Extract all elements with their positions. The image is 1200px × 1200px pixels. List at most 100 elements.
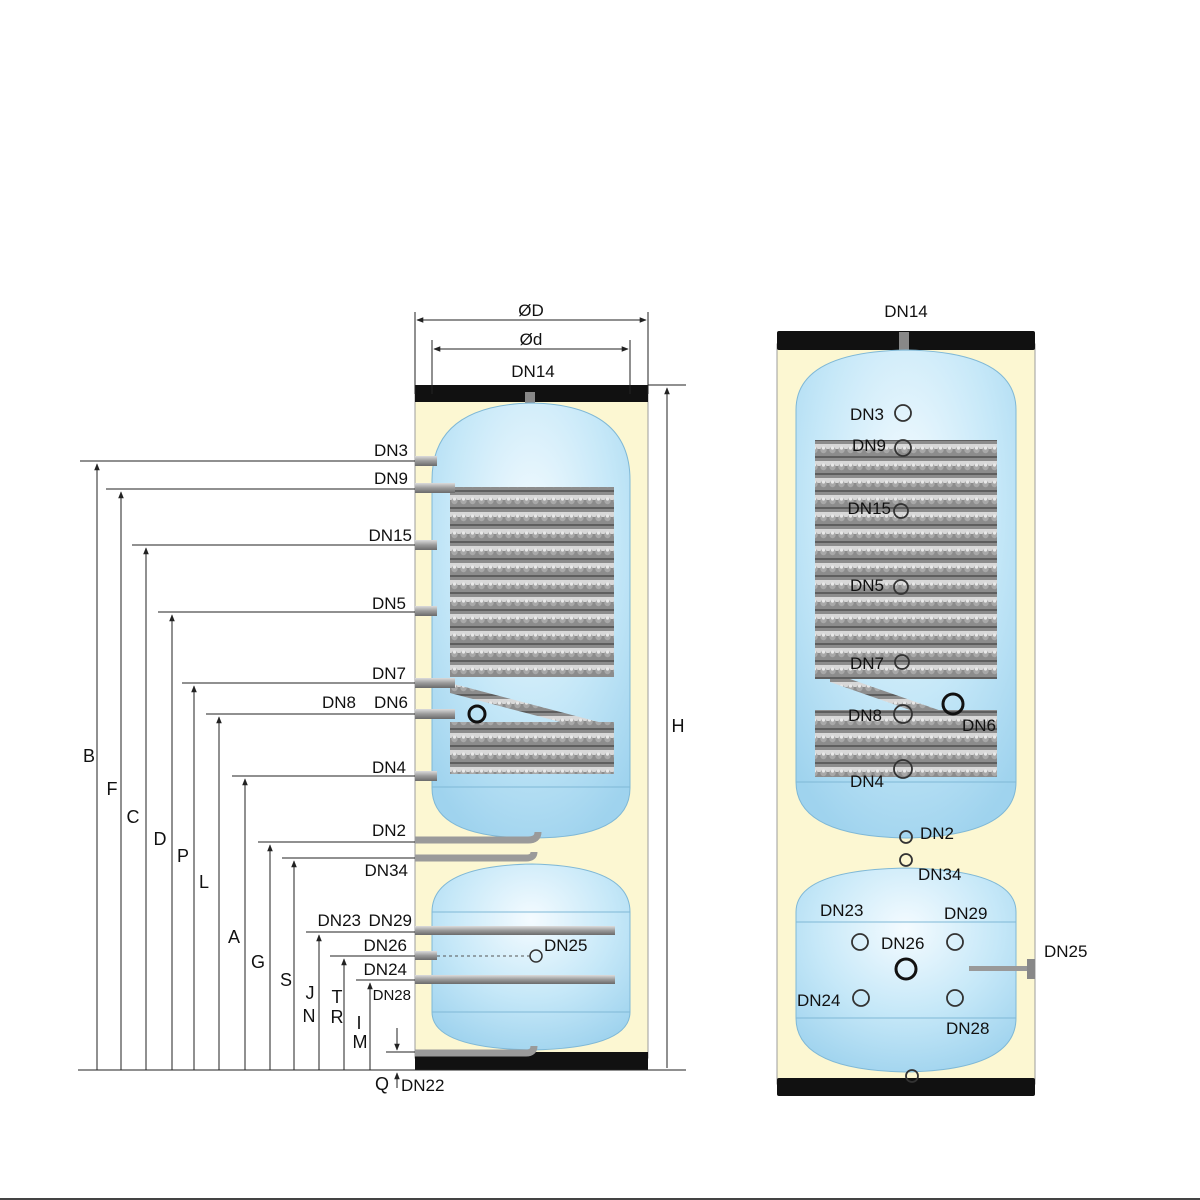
dim-letter-t: T	[332, 987, 343, 1007]
side-label-dn25: DN25	[544, 936, 587, 955]
front-label-dn6: DN6	[962, 716, 996, 735]
front-top-nipple	[899, 332, 909, 350]
stub-dn6	[415, 709, 455, 719]
side-label-dn34: DN34	[365, 861, 408, 880]
dim-letter-b: B	[83, 746, 95, 766]
dim-letter-g: G	[251, 952, 265, 972]
front-bottom-cap	[777, 1078, 1035, 1096]
side-label-dn28: DN28	[373, 987, 411, 1004]
stub-dn3	[415, 456, 437, 466]
side-view: ØD Ød DN14 H	[78, 301, 686, 1095]
front-port-dn6	[941, 692, 965, 716]
dim-letter-a: A	[228, 927, 240, 947]
front-label-dn28: DN28	[946, 1019, 989, 1038]
dim-letter-i: I	[356, 1013, 361, 1033]
front-label-dn25: DN25	[1044, 942, 1087, 961]
side-label-dn4: DN4	[372, 758, 406, 777]
front-label-dn9: DN9	[852, 436, 886, 455]
dim-letter-q: Q	[375, 1074, 389, 1094]
front-port-dn24	[852, 989, 870, 1007]
leader-lines	[80, 460, 415, 1053]
front-label-dn15: DN15	[848, 499, 891, 518]
side-label-dn26: DN26	[364, 936, 407, 955]
front-label-dn2: DN2	[920, 824, 954, 843]
front-port-dn22	[905, 1069, 919, 1083]
front-label-dn34: DN34	[918, 865, 961, 884]
front-port-dn2	[899, 830, 913, 844]
side-coil-transfer	[450, 683, 614, 736]
label-side-dn14: DN14	[511, 362, 554, 381]
front-port-dn29	[946, 933, 964, 951]
front-label-dn7: DN7	[850, 654, 884, 673]
stub-dn23	[415, 926, 615, 935]
front-label-dn3: DN3	[850, 405, 884, 424]
front-label-dn5: DN5	[850, 576, 884, 595]
front-label-dn29: DN29	[944, 904, 987, 923]
front-port-dn26	[894, 957, 918, 981]
side-label-dn23: DN23	[318, 911, 361, 930]
front-port-dn9	[894, 439, 912, 457]
stub-dn5	[415, 606, 437, 616]
stub-dn15	[415, 540, 437, 550]
stub-dn7	[415, 678, 455, 688]
side-label-dn6: DN6	[374, 693, 408, 712]
front-label-dn24: DN24	[797, 991, 840, 1010]
front-label-dn14: DN14	[884, 302, 927, 321]
dn6-ring	[467, 704, 487, 724]
dim-letter-c: C	[127, 807, 140, 827]
front-label-dn4: DN4	[850, 772, 884, 791]
side-port-stubs	[415, 456, 615, 984]
dimension-arrows	[94, 463, 400, 1088]
front-port-dn23	[851, 933, 869, 951]
front-label-dn8: DN8	[848, 706, 882, 725]
stub-dn26	[415, 951, 437, 960]
dim-letter-s: S	[280, 970, 292, 990]
label-outer-diameter: ØD	[518, 301, 544, 320]
dim-letter-j: J	[306, 983, 315, 1003]
side-label-dn15: DN15	[369, 526, 412, 545]
front-port-dn34	[899, 853, 913, 867]
pipe-dn2	[415, 831, 542, 844]
dim-letter-f: F	[107, 779, 118, 799]
side-label-dn8: DN8	[322, 693, 356, 712]
dim-letter-l: L	[199, 872, 209, 892]
front-label-dn26: DN26	[881, 934, 924, 953]
stub-dn9	[415, 483, 455, 493]
dn25-sensor	[529, 949, 543, 963]
side-lower-coil	[450, 722, 614, 774]
front-port-circles	[851, 404, 964, 1083]
stub-dn24	[415, 975, 615, 984]
side-label-dn2: DN2	[372, 821, 406, 840]
front-coil-transfer	[830, 672, 990, 738]
label-inner-diameter: Ød	[520, 330, 543, 349]
dim-letter-p: P	[177, 846, 189, 866]
front-port-dn4	[893, 759, 913, 779]
front-label-dn23: DN23	[820, 901, 863, 920]
front-view: DN14 DN3 DN9 DN15 DN5 DN7 DN8 DN6 DN4 DN…	[776, 302, 1087, 1096]
front-port-dn3	[894, 404, 912, 422]
front-port-dn15	[893, 503, 909, 519]
dim-letter-m: M	[353, 1032, 368, 1052]
side-top-nipple	[525, 392, 535, 404]
front-port-dn5	[893, 579, 909, 595]
dim-letter-r: R	[331, 1007, 344, 1027]
front-port-dn28	[946, 989, 964, 1007]
front-port-dn7	[894, 654, 910, 670]
stub-dn4	[415, 771, 437, 781]
side-label-dn29: DN29	[369, 911, 412, 930]
dim-letter-d: D	[154, 829, 167, 849]
pipe-dn22	[415, 1045, 538, 1057]
side-label-dn7: DN7	[372, 664, 406, 683]
front-dn25-fitting	[1027, 959, 1035, 979]
front-dn25-pipe	[969, 966, 1031, 971]
side-label-dn9: DN9	[374, 469, 408, 488]
label-h: H	[672, 716, 685, 736]
dim-letter-n: N	[303, 1006, 316, 1026]
side-lower-vessel	[431, 863, 631, 1051]
side-label-dn3: DN3	[374, 441, 408, 460]
side-label-dn22: DN22	[401, 1076, 444, 1095]
pipe-dn34	[415, 851, 538, 862]
front-port-dn8	[893, 704, 913, 724]
